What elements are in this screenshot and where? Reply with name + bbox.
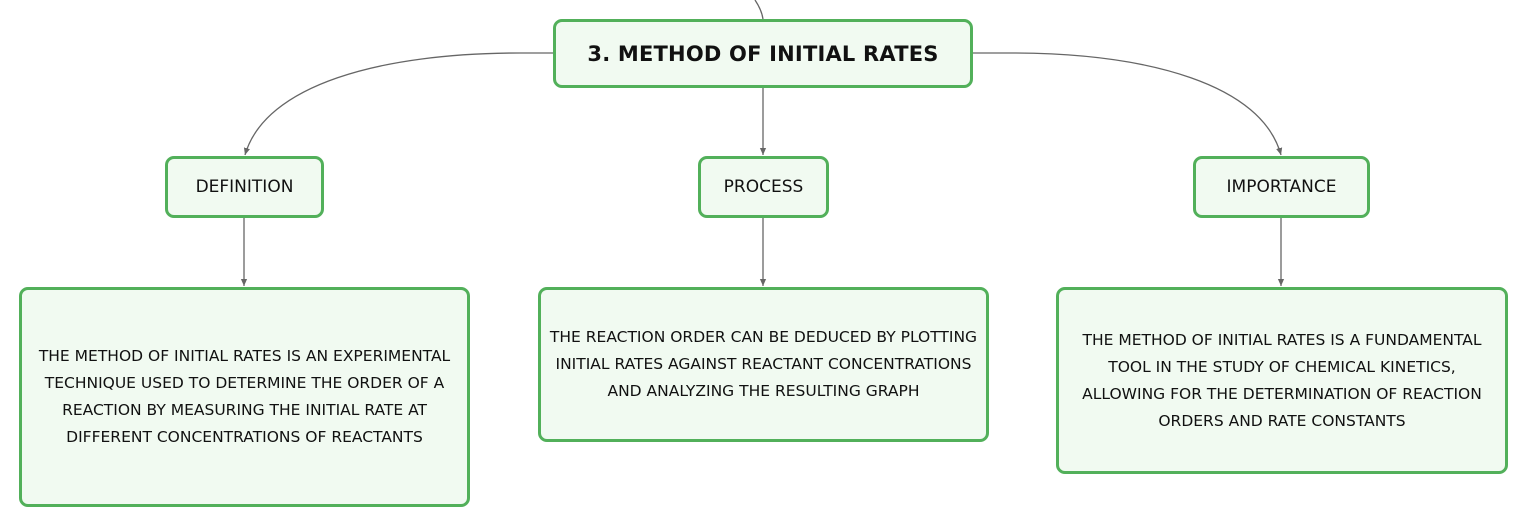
- connector-root-to-definition: [243, 52, 553, 156]
- category-node-process[interactable]: PROCESS: [698, 156, 829, 218]
- connector-root-to-importance: [973, 52, 1283, 156]
- category-label-definition: DEFINITION: [195, 177, 294, 197]
- detail-node-importance[interactable]: THE METHOD OF INITIAL RATES IS A FUNDAME…: [1056, 287, 1508, 474]
- detail-text-importance: THE METHOD OF INITIAL RATES IS A FUNDAME…: [1082, 330, 1482, 430]
- connector-incoming: [754, 0, 764, 20]
- detail-node-definition[interactable]: THE METHOD OF INITIAL RATES IS AN EXPERI…: [19, 287, 470, 507]
- category-label-process: PROCESS: [723, 177, 804, 197]
- root-node-label: 3. METHOD OF INITIAL RATES: [587, 41, 939, 66]
- category-node-definition[interactable]: DEFINITION: [165, 156, 324, 218]
- category-label-importance: IMPORTANCE: [1226, 177, 1337, 197]
- root-node[interactable]: 3. METHOD OF INITIAL RATES: [553, 19, 973, 88]
- detail-node-process[interactable]: THE REACTION ORDER CAN BE DEDUCED BY PLO…: [538, 287, 989, 442]
- detail-text-process: THE REACTION ORDER CAN BE DEDUCED BY PLO…: [549, 328, 978, 400]
- category-node-importance[interactable]: IMPORTANCE: [1193, 156, 1370, 218]
- detail-text-definition: THE METHOD OF INITIAL RATES IS AN EXPERI…: [38, 347, 451, 446]
